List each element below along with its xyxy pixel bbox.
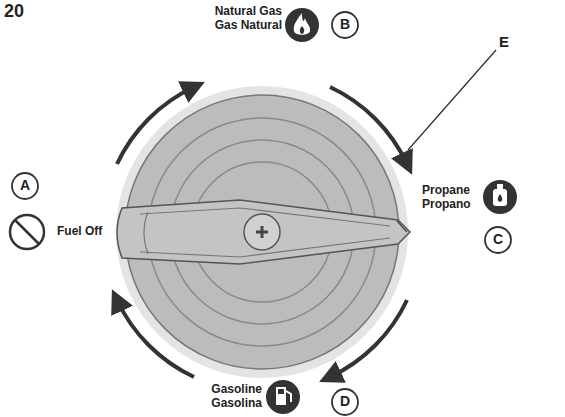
fuel-pump-icon <box>266 380 300 414</box>
callout-letter: B <box>340 17 350 32</box>
callout-circles <box>12 12 511 415</box>
callout-letter: E <box>499 34 509 51</box>
fuel-label: Gasolina <box>211 397 262 410</box>
fuel-label: Gasoline <box>211 383 262 396</box>
fuel-label: Propano <box>422 198 471 211</box>
fuel-label: Natural Gas <box>215 5 282 18</box>
fuel-label: Gas Natural <box>215 19 282 32</box>
leader-line <box>408 50 496 150</box>
propane-tank-icon <box>483 180 517 214</box>
figure-number: 20 <box>4 2 24 22</box>
fuel-label: Fuel Off <box>57 225 102 238</box>
flame-icon <box>285 8 319 42</box>
fuel-label: Propane <box>422 184 470 197</box>
callout-letter: C <box>493 232 503 247</box>
callout-letter: D <box>340 394 350 409</box>
callout-letter: A <box>20 178 30 193</box>
selector-knob <box>116 86 410 378</box>
fuel-off-symbol <box>10 215 44 249</box>
